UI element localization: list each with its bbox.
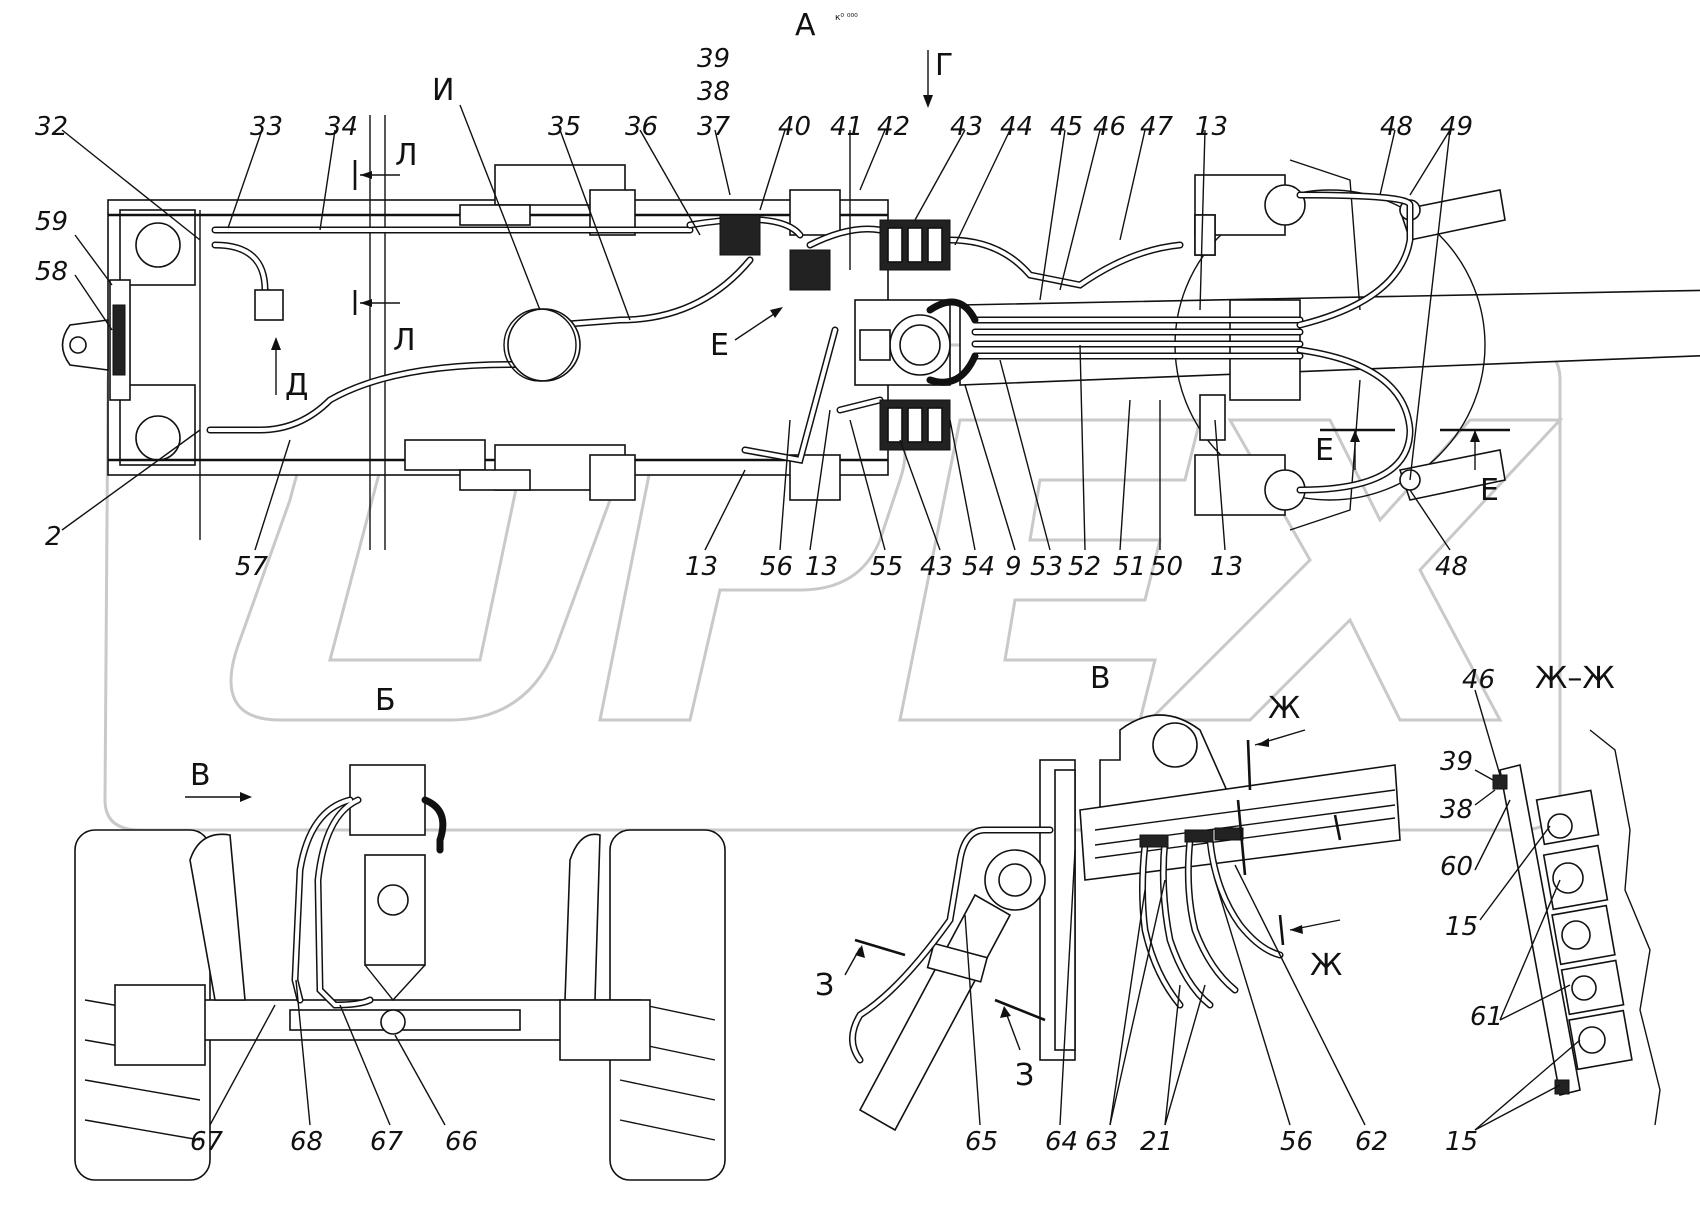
callout-65: 65 — [965, 1127, 998, 1157]
callout-57: 57 — [235, 552, 269, 582]
callout-47: 47 — [1140, 112, 1174, 142]
callout-34: 34 — [325, 112, 358, 142]
callout-48-bottom: 48 — [1435, 552, 1468, 582]
view-label-e-right1: Е — [1315, 433, 1334, 468]
callout-53: 53 — [1030, 552, 1063, 582]
view-label-l-bottom: Л — [393, 323, 416, 358]
view-label-e-right2: Е — [1480, 473, 1499, 508]
callout-46-section: 46 — [1462, 665, 1495, 695]
callout-15-top: 15 — [1445, 912, 1478, 942]
callout-54: 54 — [962, 552, 995, 582]
view-v-letters: Ж Ж З З — [815, 691, 1342, 1093]
callout-43: 43 — [950, 112, 983, 142]
view-label-zh-bottom: Ж — [1310, 948, 1342, 983]
callout-61: 61 — [1470, 1002, 1503, 1032]
callout-62: 62 — [1355, 1127, 1388, 1157]
top-view-letter-labels: Г И Л Л Д Е Е Е — [285, 48, 1499, 508]
callout-67-left: 67 — [190, 1127, 224, 1157]
callout-42: 42 — [877, 112, 910, 142]
view-label-l-top: Л — [395, 138, 418, 173]
view-v-leaders — [964, 849, 1366, 1126]
callout-35: 35 — [548, 112, 581, 142]
view-b-front: Б В — [74, 683, 726, 1181]
callout-13-b: 13 — [805, 552, 838, 582]
callout-49: 49 — [1440, 112, 1473, 142]
header-small-text: к⁰ ⁰⁰⁰ — [835, 13, 858, 23]
view-label-zh-top: Ж — [1268, 691, 1300, 726]
callout-52: 52 — [1068, 552, 1101, 582]
callout-38-section: 38 — [1440, 795, 1473, 825]
top-callouts: 32 33 34 35 36 37 38 39 40 41 42 43 44 4… — [35, 44, 1473, 142]
callout-59: 59 — [35, 207, 68, 237]
left-callouts: 59 58 2 — [35, 207, 68, 552]
callout-21: 21 — [1140, 1127, 1173, 1157]
view-label-i: И — [432, 73, 454, 108]
callout-33: 33 — [250, 112, 283, 142]
callout-39: 39 — [697, 44, 730, 74]
view-label-v: В — [1090, 661, 1111, 696]
callout-9: 9 — [1005, 552, 1022, 582]
view-b-leaders — [209, 979, 446, 1126]
view-label-g: Г — [935, 48, 953, 83]
section-leaders — [1474, 689, 1581, 1131]
callout-64: 64 — [1045, 1127, 1078, 1157]
callout-56-v: 56 — [1280, 1127, 1313, 1157]
view-label-a: А — [795, 8, 816, 43]
top-view-hydraulic-lines — [206, 191, 1414, 494]
callout-39-section: 39 — [1440, 747, 1473, 777]
view-v-callouts: 65 64 63 21 56 62 — [965, 1127, 1388, 1157]
callout-66: 66 — [445, 1127, 478, 1157]
bottom-leader-lines — [254, 344, 1451, 551]
callout-45: 45 — [1050, 112, 1083, 142]
view-v-side: В — [844, 661, 1401, 1132]
callout-37: 37 — [697, 112, 731, 142]
callout-43-bottom: 43 — [920, 552, 953, 582]
callout-67-right: 67 — [370, 1127, 404, 1157]
view-b-callouts: 67 68 67 66 — [190, 1127, 478, 1157]
callout-63: 63 — [1085, 1127, 1118, 1157]
callout-68: 68 — [290, 1127, 323, 1157]
section-callouts: 46 39 38 60 15 61 15 — [1440, 665, 1503, 1157]
view-label-b: Б — [375, 683, 396, 718]
callout-55: 55 — [870, 552, 903, 582]
callout-50: 50 — [1150, 552, 1183, 582]
callout-13-c: 13 — [1210, 552, 1243, 582]
callout-13-a: 13 — [685, 552, 718, 582]
callout-51: 51 — [1113, 552, 1146, 582]
callout-40: 40 — [778, 112, 811, 142]
view-label-d: Д — [285, 368, 308, 403]
callout-38: 38 — [697, 77, 730, 107]
callout-2: 2 — [45, 522, 62, 552]
section-marks-top — [271, 50, 1510, 470]
callout-46: 46 — [1093, 112, 1126, 142]
callout-44: 44 — [1000, 112, 1033, 142]
callout-56: 56 — [760, 552, 793, 582]
callout-15-bottom: 15 — [1445, 1127, 1478, 1157]
bottom-callouts: 57 13 56 13 55 43 54 9 53 52 51 50 13 48 — [235, 552, 1468, 582]
view-label-v-arrow: В — [190, 758, 211, 793]
callout-58: 58 — [35, 257, 68, 287]
top-leader-lines — [61, 104, 1451, 531]
callout-13-top: 13 — [1195, 112, 1228, 142]
top-view-valve-blocks — [254, 214, 1216, 451]
section-zh-zh: Ж–Ж — [1492, 661, 1661, 1126]
section-title-zh-zh: Ж–Ж — [1535, 661, 1615, 696]
view-label-z-left: З — [815, 968, 834, 1003]
callout-36: 36 — [625, 112, 658, 142]
view-label-e-mid: Е — [710, 328, 729, 363]
callout-32: 32 — [35, 112, 68, 142]
view-label-z-right: З — [1015, 1058, 1034, 1093]
callout-48-top: 48 — [1380, 112, 1413, 142]
callout-41: 41 — [830, 112, 863, 142]
callout-60: 60 — [1440, 852, 1473, 882]
